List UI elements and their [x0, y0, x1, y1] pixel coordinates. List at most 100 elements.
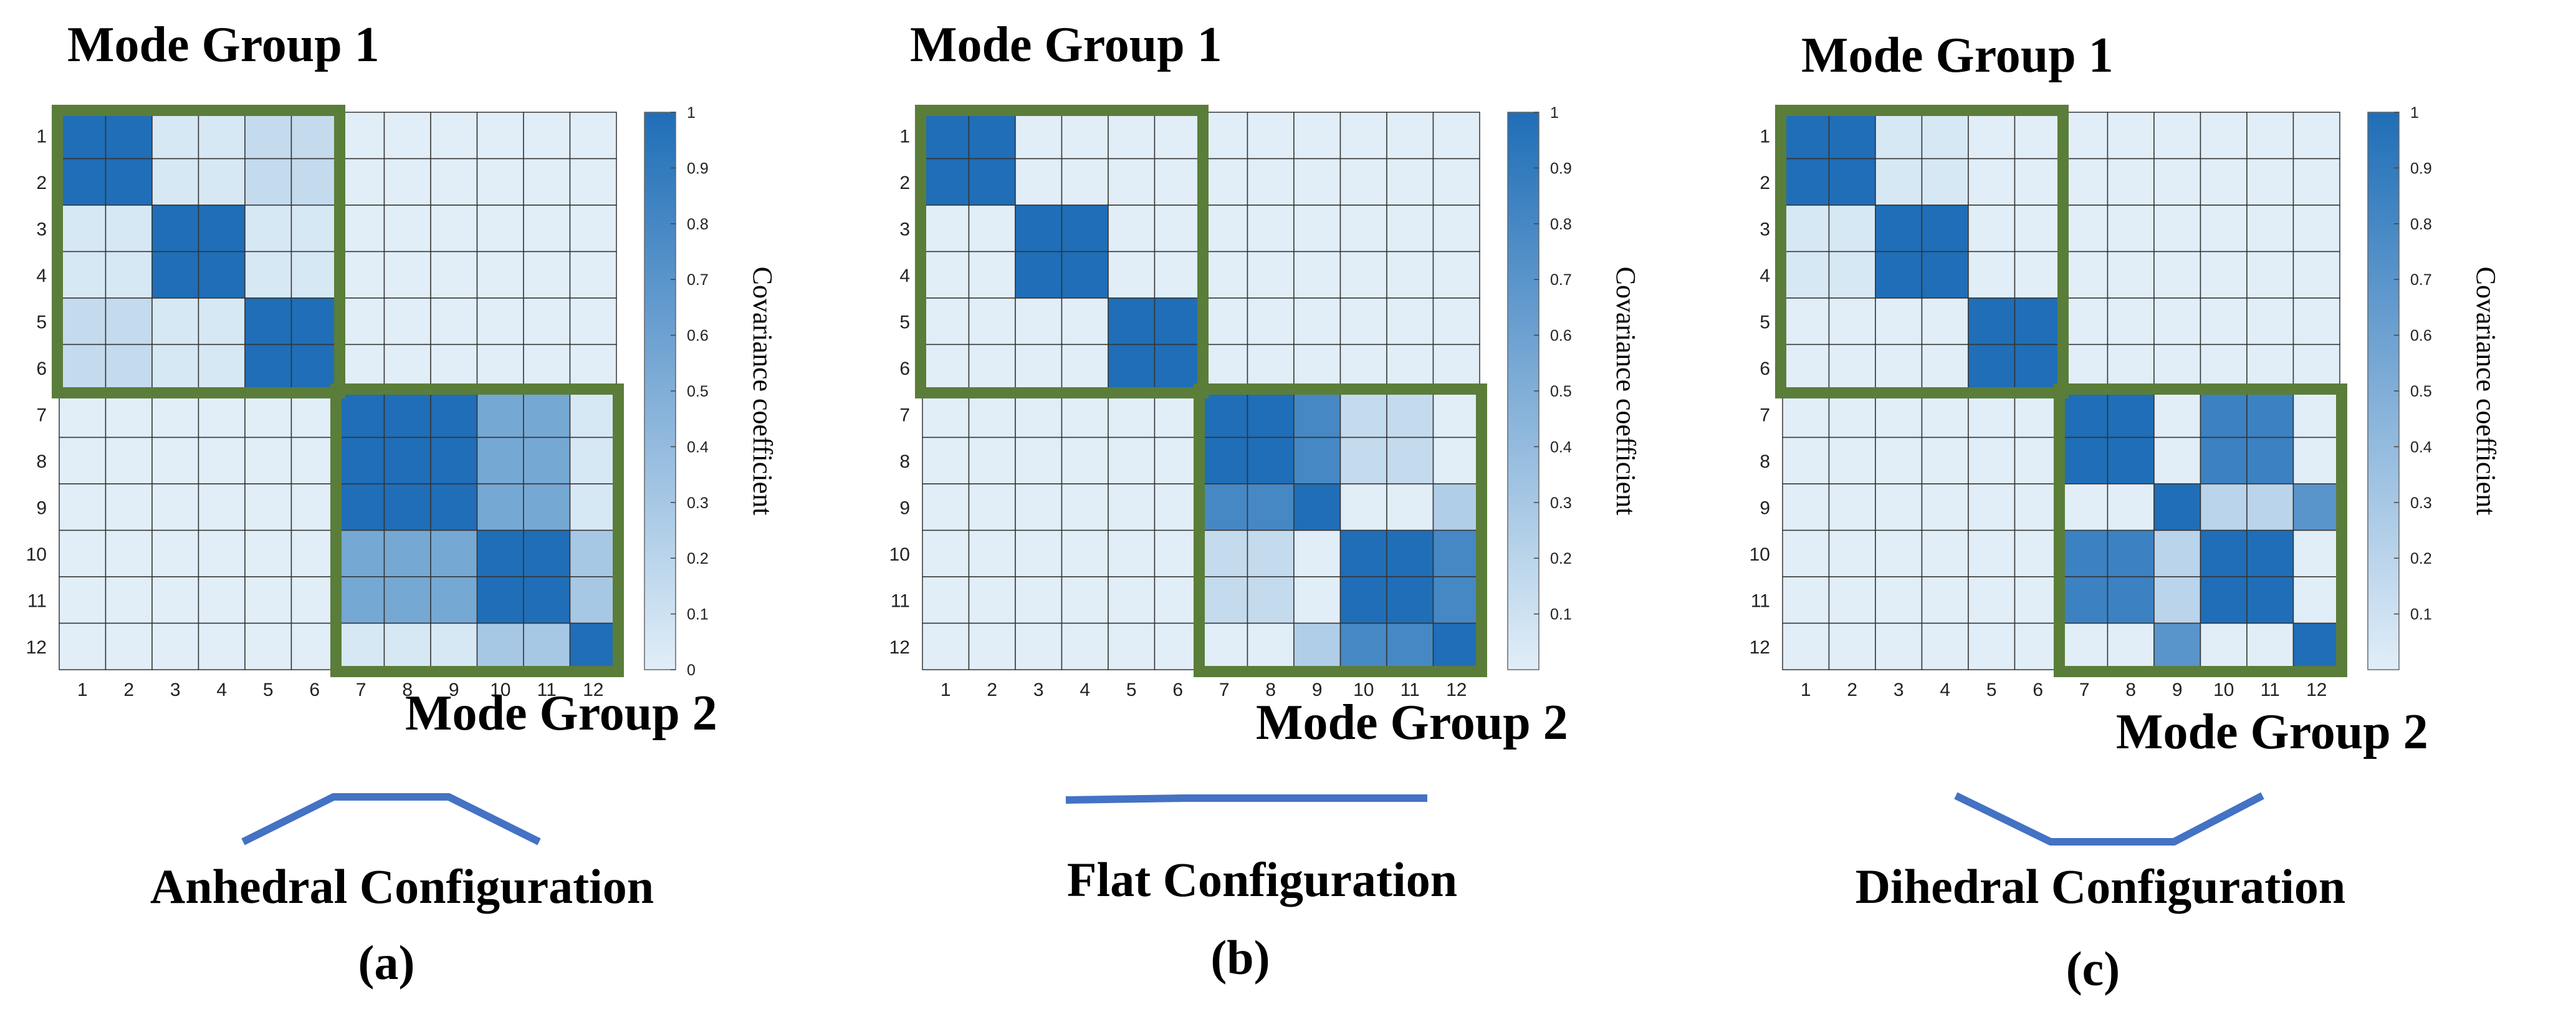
- x-tick-label: 8: [1265, 680, 1276, 700]
- heatmap-cell: [430, 112, 478, 160]
- heatmap-cell: [922, 251, 970, 299]
- heatmap-cell: [430, 205, 478, 253]
- heatmap-cell: [105, 483, 153, 531]
- y-tick-label: 12: [889, 637, 910, 658]
- heatmap-cell: [523, 436, 571, 484]
- y-tick-label: 8: [899, 451, 910, 472]
- x-tick-label: 1: [77, 680, 88, 700]
- heatmap-cell: [198, 576, 246, 624]
- heatmap-cell: [1061, 205, 1109, 253]
- heatmap-cell: [2292, 112, 2340, 160]
- heatmap-cell: [1921, 158, 1969, 206]
- colorbar: [644, 112, 676, 670]
- heatmap-cell: [2061, 529, 2109, 577]
- heatmap-cell: [1875, 344, 1923, 392]
- y-tick-label: 6: [1760, 359, 1770, 379]
- heatmap-cell: [523, 205, 571, 253]
- heatmap-cell: [2014, 344, 2062, 392]
- heatmap-cell: [430, 436, 478, 484]
- heatmap-cell: [1432, 622, 1480, 670]
- x-tick-label: 11: [537, 680, 557, 700]
- heatmap-cell: [2107, 483, 2155, 531]
- heatmap-cell: [198, 529, 246, 577]
- heatmap-cell: [430, 483, 478, 531]
- x-tick-label: 6: [309, 680, 320, 700]
- heatmap-cell: [523, 483, 571, 531]
- heatmap-cell: [1154, 622, 1202, 670]
- heatmap-cell: [1386, 251, 1434, 299]
- heatmap-cell: [1828, 529, 1876, 577]
- heatmap-cell: [2153, 390, 2201, 438]
- y-tick-label: 4: [36, 266, 47, 286]
- heatmap-cell: [1921, 205, 1969, 253]
- heatmap-cell: [1339, 158, 1387, 206]
- heatmap-cell: [476, 158, 524, 206]
- heatmap-cell: [569, 390, 617, 438]
- heatmap-cell: [1782, 529, 1830, 577]
- heatmap-cell: [2200, 297, 2248, 345]
- mode-group-1-border: [52, 105, 345, 398]
- heatmap-cell: [523, 529, 571, 577]
- heatmap-cell: [1875, 297, 1923, 345]
- heatmap-cell: [2061, 112, 2109, 160]
- heatmap-cell: [2107, 390, 2155, 438]
- y-tick-label: 2: [1760, 173, 1770, 193]
- heatmap-cell: [59, 576, 107, 624]
- heatmap-cell: [1061, 576, 1109, 624]
- x-tick-label: 7: [1219, 680, 1230, 700]
- heatmap-cell: [2246, 251, 2294, 299]
- colorbar-tick-label: 1: [1550, 104, 1559, 122]
- colorbar-tick-label: 0.6: [1550, 327, 1572, 345]
- heatmap-cell: [2014, 390, 2062, 438]
- y-tick-label: 12: [1750, 637, 1770, 658]
- heatmap-cell: [1386, 205, 1434, 253]
- heatmap-cell: [1386, 576, 1434, 624]
- heatmap-cell: [2292, 436, 2340, 484]
- heatmap-cell: [1339, 251, 1387, 299]
- colorbar-tick-label: 0: [687, 662, 696, 679]
- heatmap-cell: [2292, 576, 2340, 624]
- heatmap-cell: [1432, 483, 1480, 531]
- heatmap-cell: [1432, 529, 1480, 577]
- panel-label: (b): [1210, 930, 1270, 985]
- heatmap-cell: [2061, 205, 2109, 253]
- colorbar-label: Covariance coefficient: [747, 267, 778, 516]
- heatmap-cell: [569, 436, 617, 484]
- heatmap-cell: [922, 436, 970, 484]
- x-tick-label: 1: [1801, 680, 1811, 700]
- heatmap-cell: [2200, 251, 2248, 299]
- y-tick-label: 1: [899, 126, 910, 147]
- heatmap-cell: [1386, 112, 1434, 160]
- heatmap-cell: [151, 576, 199, 624]
- configuration-shape: [1954, 792, 2264, 846]
- x-tick-label: 6: [2033, 680, 2043, 700]
- heatmap-cell: [290, 205, 338, 253]
- colorbar-tick-label: 0.6: [687, 327, 709, 345]
- heatmap-cell: [2246, 529, 2294, 577]
- heatmap-cell: [1200, 529, 1248, 577]
- heatmap-cell: [968, 436, 1016, 484]
- heatmap-cell: [1782, 158, 1830, 206]
- heatmap-cell: [1293, 205, 1341, 253]
- heatmap-cell: [2014, 622, 2062, 670]
- heatmap-cell: [59, 112, 107, 160]
- heatmap-cell: [290, 297, 338, 345]
- heatmap-cell: [383, 483, 431, 531]
- colorbar-tick-label: 0.2: [687, 550, 709, 567]
- colorbar-tick-label: 0.4: [1550, 438, 1572, 456]
- heatmap-cell: [1782, 251, 1830, 299]
- heatmap-cell: [1875, 622, 1923, 670]
- y-tick-label: 5: [899, 312, 910, 332]
- heatmap-cell: [1968, 622, 2016, 670]
- heatmap-cells: [922, 112, 1480, 670]
- heatmap-cell: [337, 390, 385, 438]
- heatmap-cell: [2153, 576, 2201, 624]
- heatmap-cell: [1968, 576, 2016, 624]
- heatmap-cell: [1968, 436, 2016, 484]
- heatmap-cell: [1108, 112, 1156, 160]
- heatmap-cell: [1828, 297, 1876, 345]
- heatmap-cell: [2200, 622, 2248, 670]
- heatmap-cell: [523, 297, 571, 345]
- heatmap-cell: [244, 622, 292, 670]
